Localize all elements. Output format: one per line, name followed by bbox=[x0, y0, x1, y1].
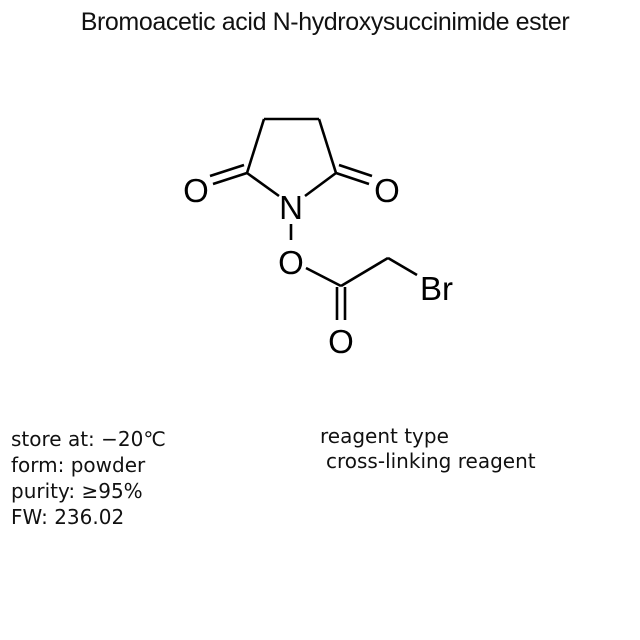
reagent-type-label: reagent type bbox=[320, 424, 449, 448]
atom-br: Br bbox=[420, 270, 453, 307]
atom-o-right: O bbox=[374, 172, 400, 209]
property-form: form: powder bbox=[11, 453, 146, 477]
bond-cester-ch2 bbox=[340, 256, 389, 288]
bond-c5-o-right-a bbox=[335, 171, 370, 186]
atom-o-ester: O bbox=[278, 244, 304, 281]
atom-o-left: O bbox=[183, 172, 209, 209]
atom-o-carbonyl: O bbox=[328, 323, 354, 360]
bond-c2-o-left-a bbox=[212, 171, 248, 186]
bond-c2-o-left-b bbox=[209, 163, 245, 178]
atom-n-imide: N bbox=[279, 189, 303, 226]
compound-title: Bromoacetic acid N-hydroxysuccinimide es… bbox=[80, 8, 570, 36]
bond-c2-n bbox=[246, 171, 280, 198]
properties-list: store at: −20℃ form: powder purity: ≥95%… bbox=[11, 426, 166, 530]
property-fw: FW: 236.02 bbox=[11, 505, 125, 529]
bond-o-cester bbox=[305, 266, 342, 288]
reagent-type-value: cross-linking reagent bbox=[326, 449, 536, 473]
bond-c5-o-right-b bbox=[338, 163, 373, 178]
reagent-type-block: reagent type cross-linking reagent bbox=[320, 424, 536, 474]
bond-c3-c2 bbox=[245, 118, 266, 174]
property-store-at: store at: −20℃ bbox=[11, 427, 166, 451]
property-purity: purity: ≥95% bbox=[11, 479, 143, 503]
bond-c4-c5 bbox=[317, 118, 338, 174]
bond-ch2-br bbox=[387, 256, 418, 277]
bond-c5-n bbox=[304, 171, 337, 198]
